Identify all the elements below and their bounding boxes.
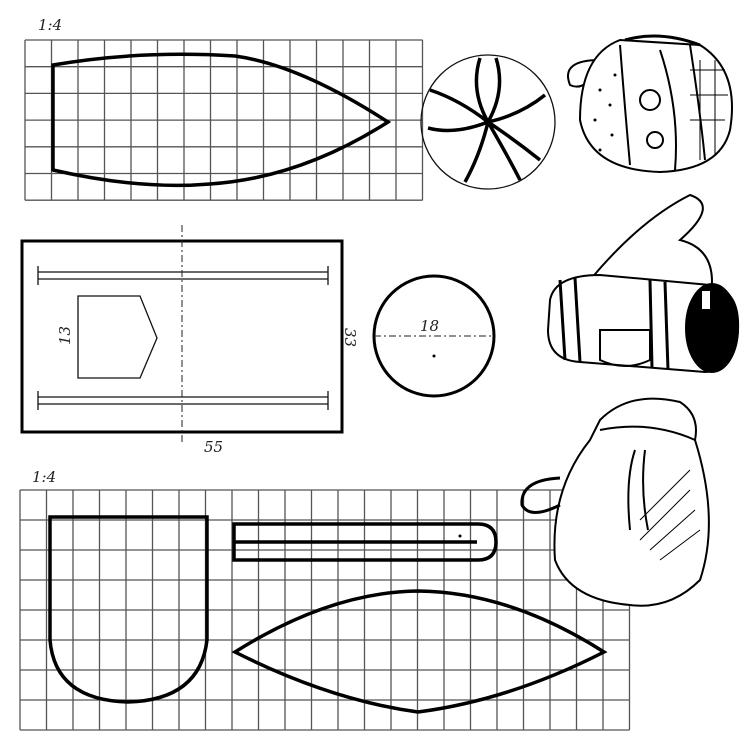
drawstring-pouch-illustration: [520, 397, 710, 607]
top-pattern: 1:4: [24, 16, 556, 201]
side-panel-shape: [51, 52, 392, 188]
strap-shape: [232, 522, 498, 562]
pocket-height-label: 13: [56, 326, 74, 345]
circle-petal-pattern: [420, 54, 556, 190]
scale-label-bottom: 1:4: [32, 468, 56, 486]
pouch-panel-shape: [48, 515, 209, 704]
scale-label-top: 1:4: [38, 16, 62, 34]
pocket-outline: [77, 295, 158, 379]
grid-bottom: [19, 489, 631, 731]
grid-top: [24, 39, 424, 201]
duffel-bag-illustration: [546, 193, 740, 374]
bottom-pattern: 1:4: [19, 468, 631, 731]
middle-pattern: 13 33 55 18: [20, 225, 496, 456]
side-lens-shape: [231, 589, 608, 714]
width-label: 55: [204, 438, 223, 456]
height-label: 33: [341, 328, 359, 347]
circle-diameter-label: 18: [420, 317, 439, 335]
patchwork-bag-illustration: [567, 34, 733, 174]
